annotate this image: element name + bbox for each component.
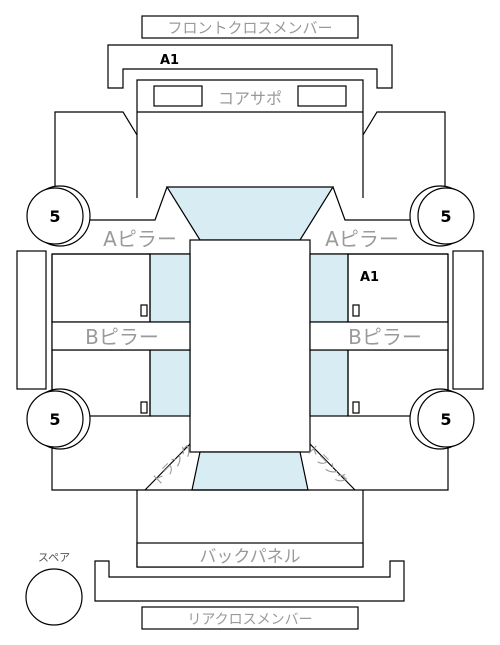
rear-cross-member-box[interactable] — [141, 606, 359, 630]
front-member-bracket[interactable] — [107, 44, 393, 89]
right-side-step[interactable] — [452, 250, 484, 390]
a-pillar-left-edge — [90, 186, 168, 221]
rear-window[interactable] — [191, 451, 309, 491]
trunk-left-edge — [144, 443, 191, 491]
b-pillar-right-label: Bピラー — [348, 325, 422, 349]
b-pillar-left-label: Bピラー — [85, 325, 159, 349]
tire-front-right[interactable] — [417, 187, 475, 245]
front-member-grade: A1 — [160, 53, 179, 68]
front-right-door-grade: A1 — [360, 270, 379, 285]
spare-label: スペア — [38, 551, 70, 564]
tire-rear-left-grade: 5 — [49, 410, 60, 429]
tire-front-left-grade: 5 — [49, 207, 60, 226]
door-handle-fr — [352, 304, 360, 317]
tire-rear-right[interactable] — [417, 390, 475, 448]
door-handle-fl — [140, 304, 148, 317]
tire-front-left[interactable] — [26, 187, 84, 245]
headlight-left[interactable] — [153, 85, 203, 107]
front-left-fender[interactable] — [54, 111, 138, 198]
front-left-door[interactable] — [51, 253, 151, 323]
door-handle-rr — [352, 401, 360, 414]
front-cross-member-box[interactable] — [141, 15, 359, 39]
b-pillar-left[interactable] — [51, 321, 191, 351]
hood-frame[interactable] — [136, 79, 364, 198]
tire-rear-left[interactable] — [26, 390, 84, 448]
trunk-right-label: トランク — [303, 442, 350, 489]
windshield[interactable] — [165, 186, 335, 241]
b-pillar-right[interactable] — [309, 321, 449, 351]
roof[interactable] — [189, 239, 311, 453]
back-panel[interactable] — [136, 542, 364, 568]
back-panel-label: バックパネル — [199, 547, 300, 567]
spare-tire[interactable] — [25, 568, 83, 626]
a-pillar-right-label: Aピラー — [325, 227, 399, 251]
trunk-left-label: トランク — [150, 442, 197, 489]
left-side-step[interactable] — [16, 250, 47, 390]
front-right-window[interactable] — [309, 253, 349, 323]
rear-right-window[interactable] — [309, 349, 349, 417]
tire-front-right-grade: 5 — [440, 207, 451, 226]
door-handle-rl — [140, 401, 148, 414]
front-right-door[interactable] — [347, 253, 449, 323]
a-pillar-left-label: Aピラー — [103, 227, 177, 251]
tire-rear-right-grade: 5 — [440, 410, 451, 429]
rear-member-bracket[interactable] — [94, 560, 405, 602]
core-support-label: コアサポ — [218, 89, 282, 108]
right-body-side[interactable] — [363, 254, 449, 491]
front-left-window[interactable] — [149, 253, 191, 323]
rear-cross-member-label: リアクロスメンバー — [187, 612, 312, 628]
front-cross-member-label: フロントクロスメンバー — [167, 19, 332, 37]
left-body-side[interactable] — [51, 254, 137, 491]
a-pillar-right-edge — [332, 186, 410, 221]
front-right-fender[interactable] — [362, 111, 446, 198]
rear-left-window[interactable] — [149, 349, 191, 417]
headlight-right[interactable] — [297, 85, 347, 107]
trunk-right-edge — [309, 443, 356, 491]
